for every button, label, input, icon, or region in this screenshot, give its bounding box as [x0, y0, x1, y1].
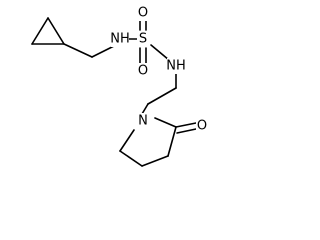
bond-c-o-carbonyl-a	[175, 122, 197, 128]
atom-o-lower: O	[137, 63, 149, 79]
bond-ch2-nh-top	[91, 45, 115, 58]
atom-mask	[137, 63, 149, 79]
atom-label-nh-top: NH	[110, 32, 130, 47]
atom-label-o-lower: O	[138, 64, 148, 79]
atom-mask	[136, 113, 150, 129]
bond-n-c-carbonyl	[154, 117, 177, 128]
atom-label-o-upper: O	[138, 6, 148, 21]
atom-n-ring: N	[136, 113, 150, 129]
atom-label-nh-right: NH	[166, 59, 186, 74]
bond-cp-top-right	[47, 17, 65, 45]
atom-mask	[137, 5, 149, 21]
bond-cp-ch2	[63, 43, 93, 58]
atom-nh-right: NH	[166, 58, 186, 74]
bond-ring-ch2-n	[119, 129, 135, 152]
atom-mask	[111, 31, 129, 47]
pyrrolidinone-ring	[119, 117, 177, 167]
bond-cp-left-top	[31, 17, 49, 45]
bond-ch2-ch2-ring	[141, 155, 169, 167]
atom-mask	[167, 58, 185, 74]
atom-mask	[137, 31, 149, 47]
bond-s-nh-right	[150, 44, 170, 61]
atom-nh-top: NH	[110, 31, 130, 47]
atom-label-o-carbonyl: O	[197, 119, 207, 134]
atom-o-carbonyl: O	[196, 118, 208, 134]
bond-c-carbonyl-ch2	[167, 126, 177, 157]
molecule-structure: NH S O O NH N O	[31, 5, 208, 167]
bond-ch2-ch2-ring-left	[119, 150, 143, 167]
atom-mask	[196, 118, 208, 134]
atom-s: S	[137, 31, 149, 47]
cyclopropyl-ring	[31, 17, 65, 45]
bond-ch2-ch2	[147, 87, 177, 105]
atom-label-n-ring: N	[138, 114, 148, 129]
bond-ch2-n-ring	[141, 103, 149, 115]
atom-o-upper: O	[137, 5, 149, 21]
bond-c-o-carbonyl-b	[176, 128, 197, 134]
atom-label-s: S	[139, 32, 147, 47]
